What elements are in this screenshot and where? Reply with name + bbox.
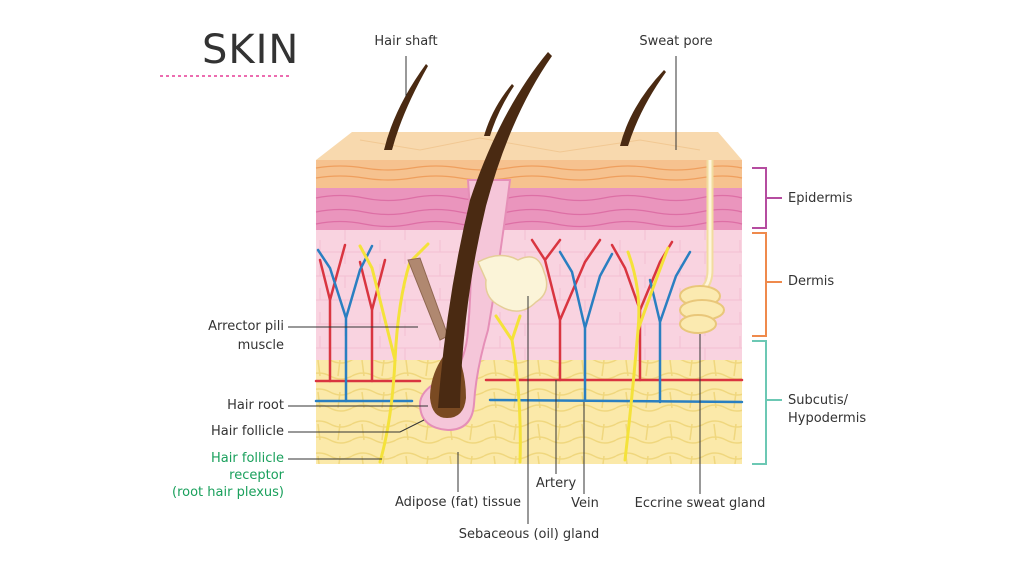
label-hair-root: Hair root <box>227 398 284 413</box>
epidermis-bracket <box>752 167 782 229</box>
dermis-bracket <box>752 232 782 337</box>
label-vein: Vein <box>571 496 599 511</box>
nerve-network <box>358 242 670 464</box>
label-receptor-line1: Hair follicle <box>211 451 284 466</box>
label-subcutis-line1: Subcutis/ <box>788 393 848 408</box>
hair-follicle-sheath <box>418 179 512 432</box>
skin-top-surface <box>316 132 742 160</box>
eccrine-sweat-gland <box>679 285 725 334</box>
subcutis-bracket <box>752 340 782 465</box>
label-hair-shaft: Hair shaft <box>374 34 438 49</box>
label-dermis: Dermis <box>788 274 835 289</box>
vein-network <box>314 244 744 404</box>
label-adipose: Adipose (fat) tissue <box>394 495 522 510</box>
leader-lines <box>288 56 701 524</box>
label-receptor-line3: (root hair plexus) <box>172 485 284 500</box>
label-hair-follicle: Hair follicle <box>211 424 284 439</box>
diagram-title: SKIN <box>202 27 300 73</box>
label-arrector-line2: muscle <box>237 338 284 353</box>
label-sweat-pore: Sweat pore <box>639 34 713 49</box>
label-epidermis: Epidermis <box>788 191 853 206</box>
middle-hair-shaft <box>484 84 514 136</box>
label-sebaceous: Sebaceous (oil) gland <box>458 527 600 542</box>
epidermis-outer-layer <box>316 160 742 188</box>
label-artery: Artery <box>535 476 577 491</box>
label-receptor-line2: receptor <box>229 468 284 483</box>
right-hair-shaft <box>620 70 666 146</box>
main-hair-shaft <box>438 52 552 408</box>
artery-network <box>314 238 744 383</box>
left-hair-shaft <box>384 64 428 150</box>
label-eccrine: Eccrine sweat gland <box>634 496 766 511</box>
sebaceous-gland <box>477 254 548 312</box>
label-subcutis-line2: Hypodermis <box>788 411 867 426</box>
subcutis-layer <box>316 360 742 464</box>
leader-hair-follicle <box>288 419 425 433</box>
label-arrector-line1: Arrector pili <box>208 319 284 334</box>
